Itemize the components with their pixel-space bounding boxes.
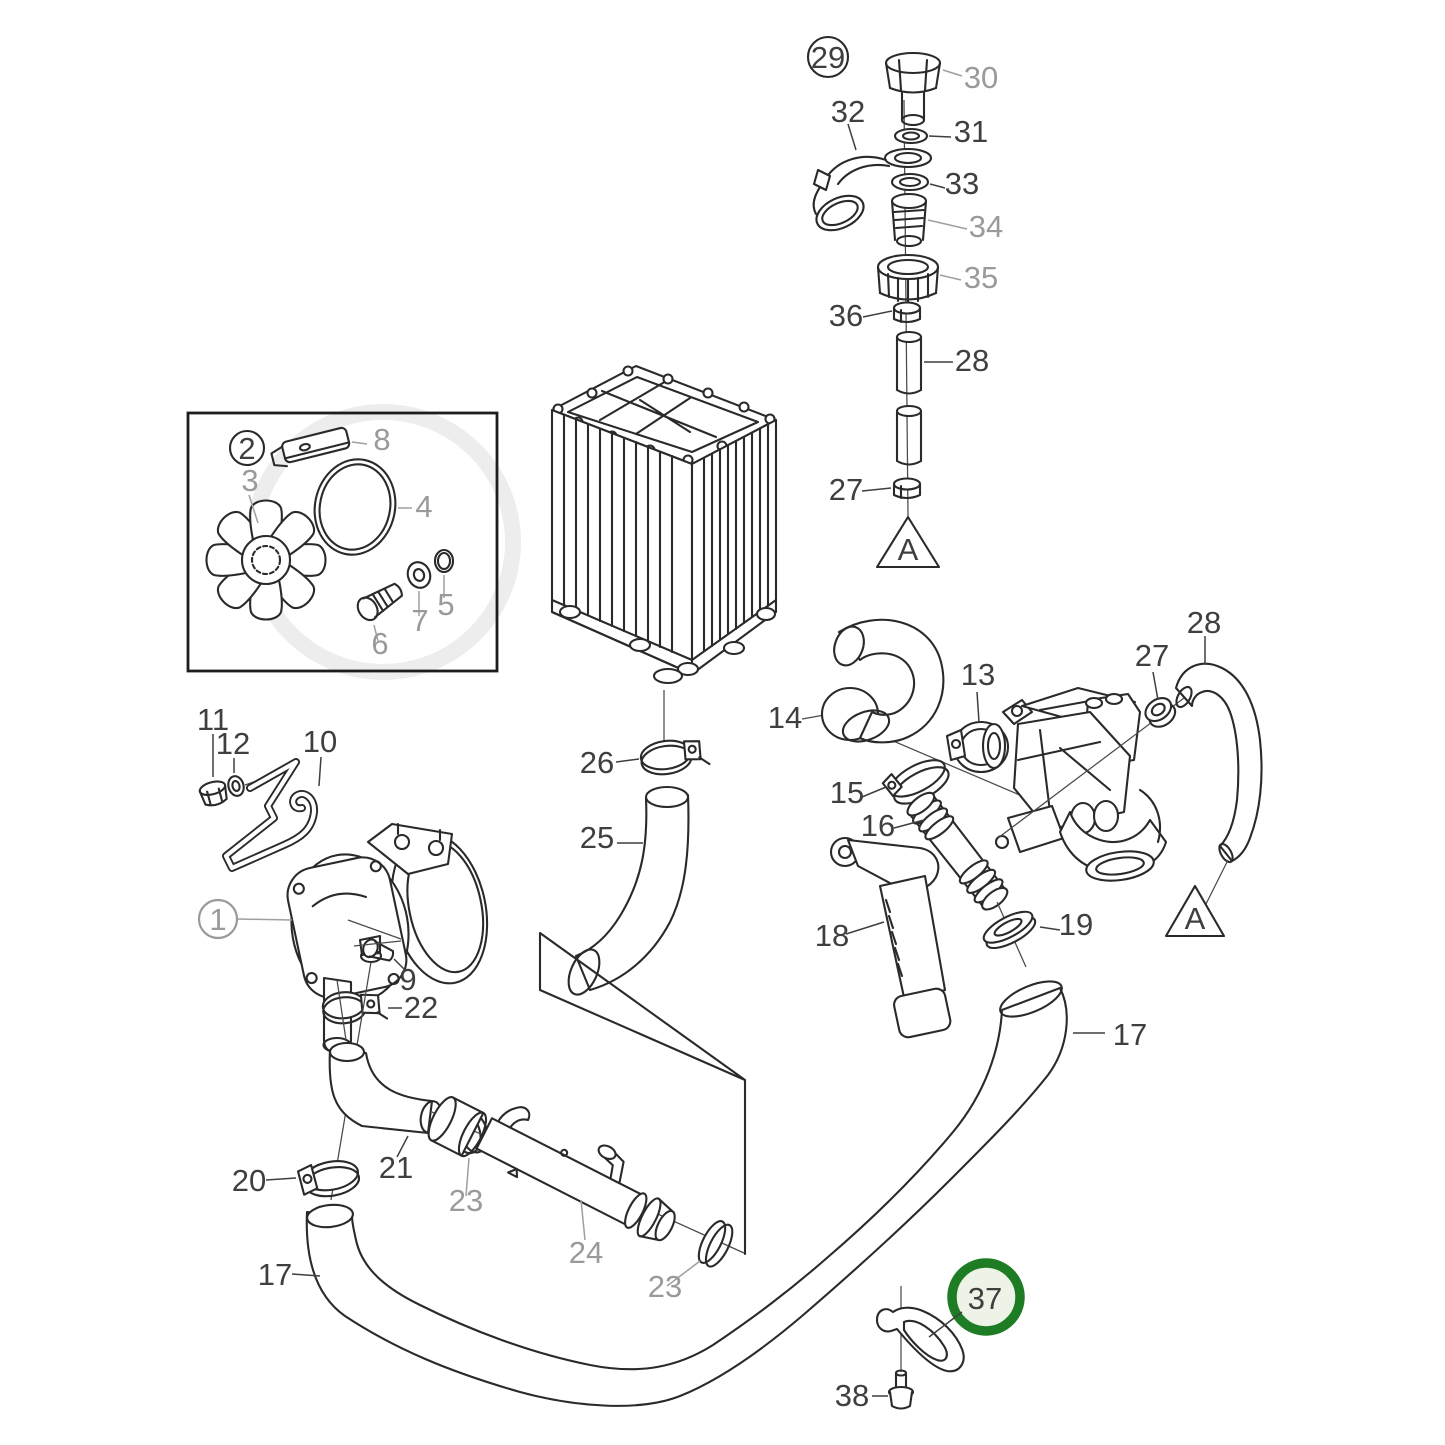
callout-16: 16 bbox=[861, 808, 895, 843]
callout-26: 26 bbox=[580, 745, 614, 780]
callout-28-right: 28 bbox=[1187, 605, 1221, 640]
strap-washer bbox=[890, 172, 930, 192]
callout-32: 32 bbox=[831, 94, 865, 129]
callout-7: 7 bbox=[411, 603, 428, 638]
drain-hose-28-right bbox=[1174, 662, 1263, 864]
connecting-elbow-14 bbox=[820, 618, 945, 744]
callout-labels: 29 30 32 31 33 34 35 36 28 27 A 2 8 3 4 … bbox=[197, 35, 1221, 1413]
callout-17-left: 17 bbox=[258, 1257, 292, 1292]
core-ribs-right bbox=[702, 422, 770, 653]
pipe-body bbox=[475, 1117, 676, 1242]
callout-5: 5 bbox=[437, 587, 454, 622]
callout-11: 11 bbox=[197, 702, 229, 737]
callout-2: 2 bbox=[238, 431, 255, 466]
pressure-cap bbox=[884, 51, 942, 127]
callout-33: 33 bbox=[945, 166, 979, 201]
kit-box-frame bbox=[186, 411, 499, 673]
callout-4: 4 bbox=[415, 489, 432, 524]
callout-a-right: A bbox=[1185, 901, 1206, 936]
callout-19: 19 bbox=[1059, 907, 1093, 942]
engine-mount-cluster bbox=[981, 686, 1168, 882]
seal-washer-19 bbox=[982, 910, 1037, 950]
callout-38: 38 bbox=[835, 1378, 869, 1413]
hose-21 bbox=[328, 1041, 443, 1135]
cam-plate bbox=[270, 426, 351, 468]
hose-nut-lower bbox=[892, 477, 922, 500]
callout-22: 22 bbox=[404, 990, 438, 1025]
callout-13: 13 bbox=[961, 657, 995, 692]
callout-a-top: A bbox=[898, 532, 919, 567]
callout-21: 21 bbox=[379, 1150, 413, 1185]
heat-exchanger bbox=[550, 364, 778, 741]
cap-retainer-strap bbox=[812, 147, 933, 232]
core-ribs-left bbox=[562, 413, 674, 654]
pipe-24-assembly bbox=[427, 1096, 745, 1287]
callout-37: 37 bbox=[968, 1281, 1002, 1316]
filler-cap-assembly bbox=[812, 51, 968, 569]
callout-25: 25 bbox=[580, 820, 614, 855]
highlight-ring-37 bbox=[947, 1258, 1025, 1336]
callout-15: 15 bbox=[830, 775, 864, 810]
callout-34: 34 bbox=[969, 209, 1003, 244]
callout-24: 24 bbox=[569, 1235, 603, 1270]
callout-6: 6 bbox=[371, 626, 388, 661]
filler-neck-fitting bbox=[890, 192, 928, 248]
reference-triangle-right bbox=[1164, 884, 1226, 938]
impeller-bolt bbox=[356, 582, 403, 622]
callout-14: 14 bbox=[768, 700, 802, 735]
callout-circle-29 bbox=[806, 35, 850, 79]
exhaust-elbow-group bbox=[801, 618, 1263, 1039]
nut-27-right bbox=[1144, 697, 1177, 728]
callout-18: 18 bbox=[815, 918, 849, 953]
callout-3: 3 bbox=[241, 463, 258, 498]
long-hose-17 bbox=[305, 980, 1068, 1407]
callout-23-left: 23 bbox=[449, 1183, 483, 1218]
callout-9: 9 bbox=[399, 962, 416, 997]
support-bracket-18 bbox=[829, 836, 952, 1039]
callout-27-top: 27 bbox=[829, 472, 863, 507]
callout-17-right: 17 bbox=[1113, 1017, 1147, 1052]
snap-ring bbox=[433, 548, 455, 574]
hose-clamp-23-right bbox=[697, 1220, 734, 1268]
impeller-kit-box bbox=[186, 411, 499, 673]
callout-35: 35 bbox=[964, 260, 998, 295]
callout-8: 8 bbox=[373, 422, 390, 457]
washer-12 bbox=[227, 775, 245, 797]
callout-31: 31 bbox=[954, 114, 988, 149]
callout-29: 29 bbox=[811, 40, 845, 75]
raw-water-pump bbox=[286, 822, 489, 1055]
section-panel-outline bbox=[538, 931, 747, 1256]
callout-10: 10 bbox=[303, 724, 337, 759]
callout-circle-1 bbox=[197, 898, 239, 940]
callout-30: 30 bbox=[964, 60, 998, 95]
callout-20: 20 bbox=[232, 1163, 266, 1198]
highlighted-clamp-group bbox=[872, 1258, 1025, 1410]
hose-25 bbox=[567, 785, 690, 996]
nut-11 bbox=[198, 780, 228, 807]
callout-12: 12 bbox=[216, 726, 250, 761]
hose-connector-16 bbox=[906, 791, 1009, 911]
drain-hose-upper bbox=[895, 330, 923, 466]
callout-36: 36 bbox=[829, 298, 863, 333]
wire-retainer-10 bbox=[222, 758, 319, 872]
knurled-nut bbox=[876, 253, 940, 304]
p-clamp-37 bbox=[875, 1306, 965, 1373]
callout-28-top: 28 bbox=[955, 343, 989, 378]
o-ring-large bbox=[313, 458, 397, 556]
bolt-38 bbox=[887, 1369, 915, 1410]
hose-clamp-26 bbox=[639, 739, 711, 776]
reference-triangle-top bbox=[875, 515, 941, 569]
impeller bbox=[205, 499, 327, 621]
impeller-washer bbox=[406, 561, 432, 589]
hose-clamp-20 bbox=[296, 1160, 361, 1198]
hose-clamp-22 bbox=[321, 991, 389, 1025]
pipe-coupler bbox=[427, 1096, 488, 1158]
callout-circle-2 bbox=[228, 429, 266, 467]
callout-23-right: 23 bbox=[648, 1269, 682, 1304]
cap-washer bbox=[893, 127, 929, 145]
callout-1: 1 bbox=[209, 902, 226, 937]
hose-nut-upper bbox=[892, 301, 922, 324]
callout-27-right: 27 bbox=[1135, 638, 1169, 673]
